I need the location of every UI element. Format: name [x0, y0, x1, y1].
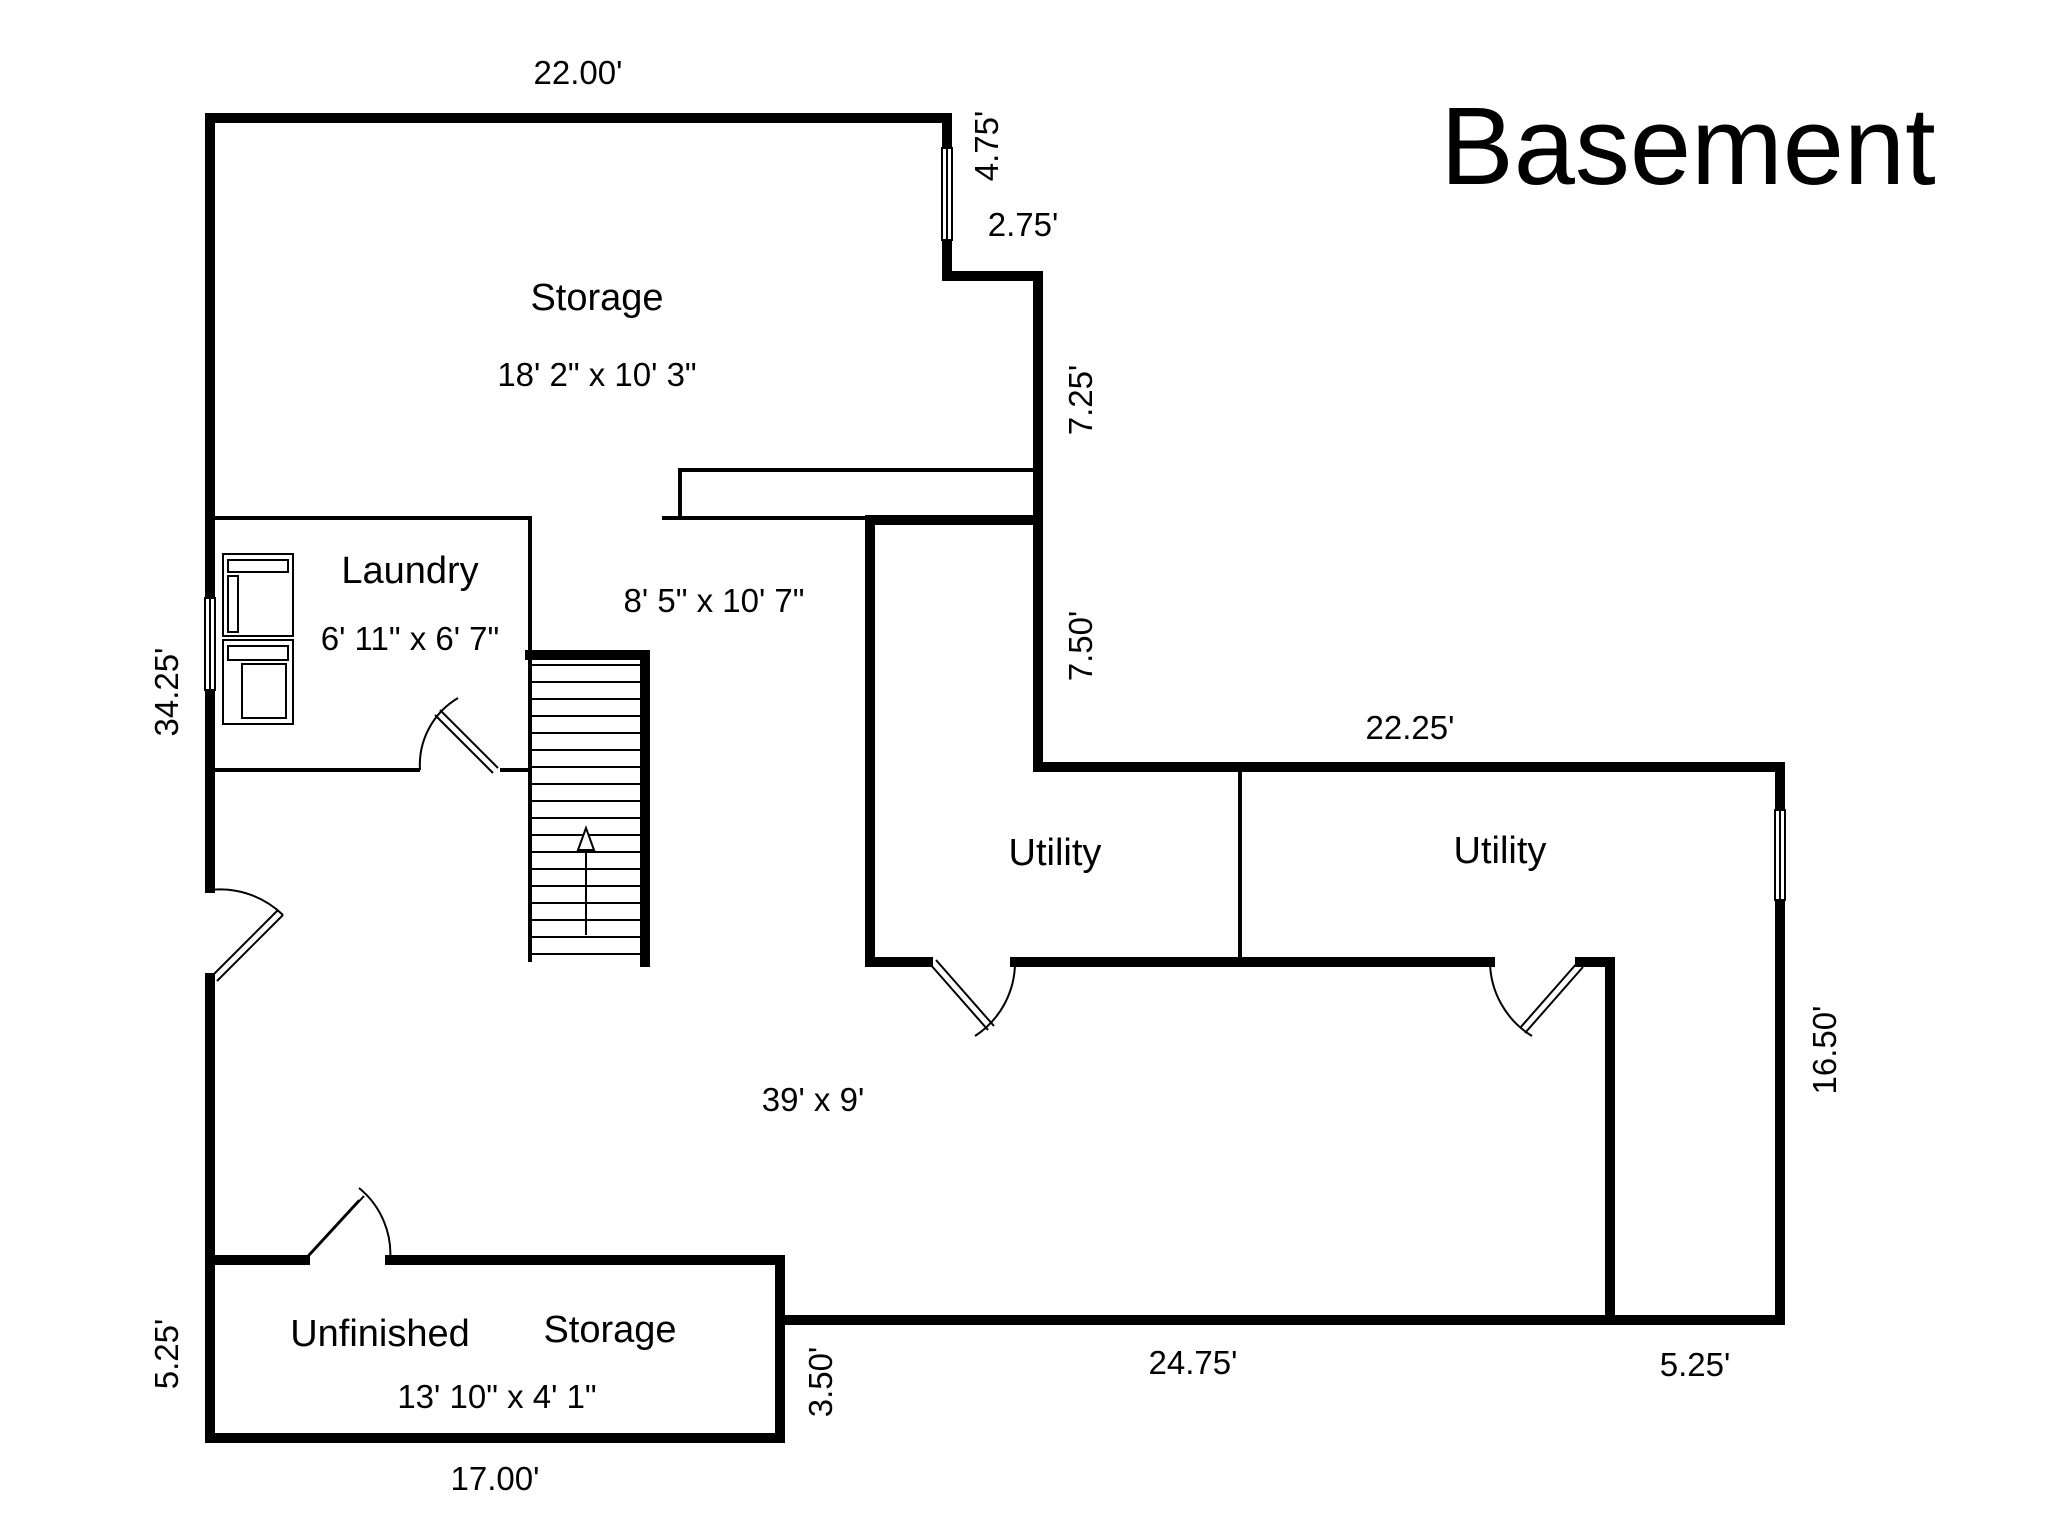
door-utility-right — [1489, 961, 1584, 1037]
laundry-appliances — [222, 553, 294, 725]
wall-utility-left — [865, 515, 1043, 967]
dim-bottom-middle: 24.75' — [1149, 1344, 1238, 1381]
dim-window-top: 4.75' — [968, 111, 1005, 182]
door-unfinished — [301, 1187, 392, 1263]
room-unfinished-size: 13' 10" x 4' 1" — [397, 1378, 596, 1415]
room-laundry-name: Laundry — [341, 550, 478, 592]
dim-right-upper: 7.25' — [1062, 365, 1099, 436]
dim-bottom-left: 5.25' — [148, 1319, 185, 1390]
dim-left: 34.25' — [148, 648, 185, 737]
stairs — [532, 664, 643, 955]
room-laundry-size: 6' 11" x 6' 7" — [321, 620, 500, 657]
dim-bottom: 17.00' — [451, 1460, 540, 1497]
wall-stair — [525, 650, 650, 967]
room-utility-right-name: Utility — [1454, 830, 1547, 872]
door-laundry — [418, 697, 499, 774]
wall-laundry — [212, 516, 532, 962]
room-unfinished-name-a: Unfinished — [290, 1313, 470, 1355]
wall-left-upper — [205, 113, 952, 595]
doors — [209, 697, 1584, 1263]
plan-title: Basement — [1440, 85, 1935, 208]
wall-unfinished — [205, 1253, 785, 1443]
wall-storage-shelf — [678, 468, 1036, 520]
room-utility-left-name: Utility — [1009, 832, 1102, 874]
room-hall-size: 8' 5" x 10' 7" — [624, 582, 805, 619]
dim-top: 22.00' — [534, 54, 623, 91]
exterior-walls — [205, 113, 1785, 1443]
dim-right-middle: 7.50' — [1062, 611, 1099, 682]
wall-bottom — [775, 895, 1785, 1325]
interior-walls — [212, 468, 1242, 962]
door-utility-left — [929, 959, 1017, 1037]
wall-utility-right — [1575, 957, 1615, 1325]
door-exterior-left — [209, 888, 284, 982]
dim-utility-top: 22.25' — [1366, 709, 1455, 746]
room-storage-name: Storage — [530, 277, 663, 319]
dim-notch: 2.75' — [988, 206, 1059, 243]
windows — [204, 147, 1786, 901]
wall-storage-notch — [942, 235, 1785, 815]
dim-bottom-right: 5.25' — [1660, 1346, 1731, 1383]
stair-arrow-head — [576, 825, 596, 851]
dim-right-lower: 16.50' — [1806, 1006, 1843, 1095]
room-unfinished-name-b: Storage — [543, 1309, 676, 1351]
room-storage-size: 18' 2" x 10' 3" — [497, 356, 696, 393]
room-main-size: 39' x 9' — [762, 1081, 865, 1118]
dim-bottom-step: 3.50' — [802, 1347, 839, 1418]
